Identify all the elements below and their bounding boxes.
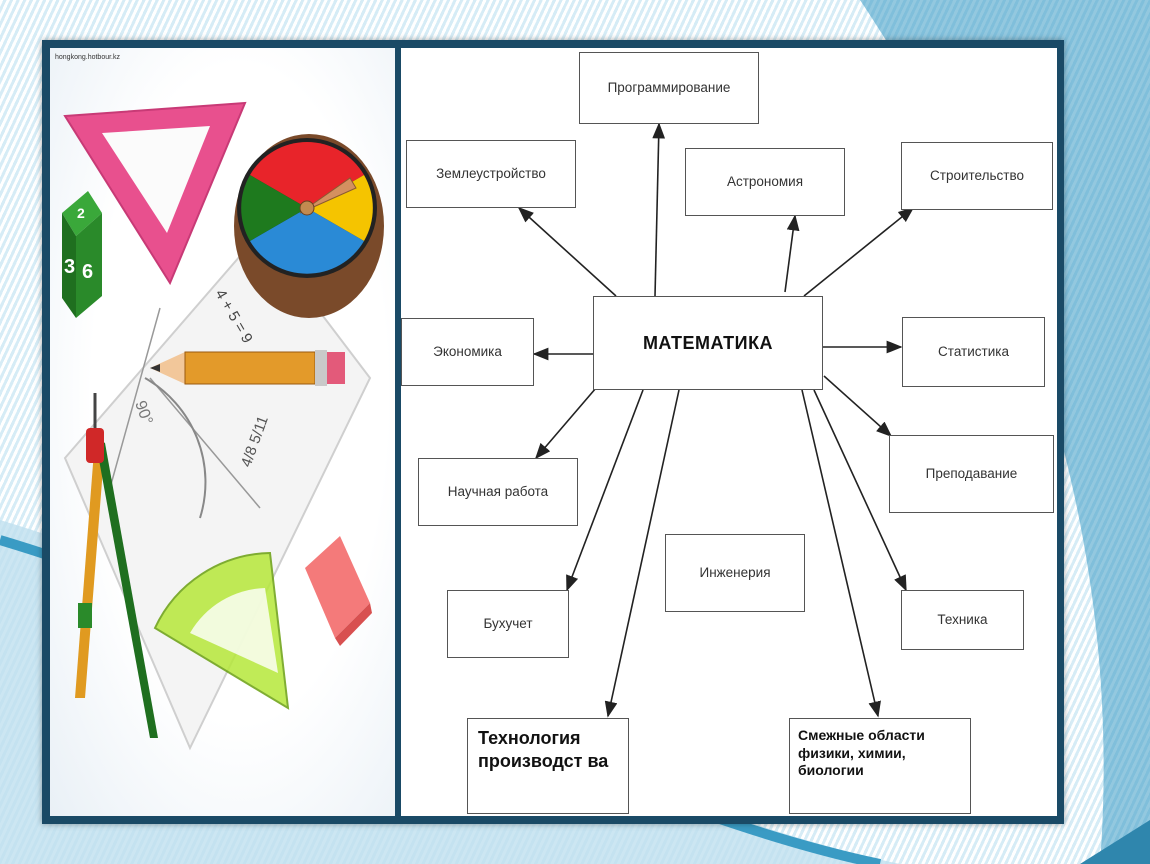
eraser-icon [305, 536, 372, 646]
node-scientific-work: Научная работа [418, 458, 578, 526]
center-node-mathematics: МАТЕМАТИКА [593, 296, 823, 390]
arrow-teaching [823, 375, 893, 438]
node-related-fields: Смежные области физики, химии, биологии [789, 718, 971, 814]
dice-face-3: 3 [64, 256, 75, 278]
node-astronomy: Астрономия [685, 148, 845, 216]
arrow-technique [813, 389, 907, 592]
node-technique: Техника [901, 590, 1024, 650]
arrow-construction [803, 206, 915, 297]
arrow-land [517, 206, 617, 297]
protractor-icon [153, 551, 290, 710]
pencil-icon [150, 350, 345, 386]
node-teaching: Преподавание [889, 435, 1054, 513]
node-engineering: Инженерия [665, 534, 805, 612]
watermark-text: hongkong.hotbour.kz [55, 54, 120, 61]
arrow-related [801, 389, 881, 718]
dice-icon: 3 2 6 [62, 191, 102, 318]
illustration-canvas: 4 + 5 = 9 90° 4/8 5/11 3 2 6 [62, 101, 384, 751]
node-land-management: Землеустройство [406, 140, 576, 208]
diagram-arrows [517, 122, 915, 718]
color-wheel-icon [234, 134, 384, 318]
math-tools-illustration: hongkong.hotbour.kz 4 + 5 = 9 90° 4/8 5/… [50, 48, 395, 816]
arrow-tech-production [604, 389, 680, 718]
node-technology-production: Технология производст ва [467, 718, 629, 814]
set-square-icon [63, 101, 247, 286]
node-programming: Программирование [579, 52, 759, 124]
node-statistics: Статистика [902, 317, 1045, 387]
dice-face-6: 6 [82, 261, 93, 283]
dice-face-2: 2 [77, 205, 85, 221]
diagram-panel: МАТЕМАТИКА Программирование Землеустройс… [401, 48, 1057, 816]
arrow-accounting [566, 389, 644, 592]
arrow-astronomy [784, 214, 800, 293]
node-accounting: Бухучет [447, 590, 569, 658]
arrow-programming [652, 122, 666, 297]
arrow-science [534, 387, 597, 460]
node-construction: Строительство [901, 142, 1053, 210]
compass-icon [75, 393, 158, 738]
node-economy: Экономика [401, 318, 534, 386]
